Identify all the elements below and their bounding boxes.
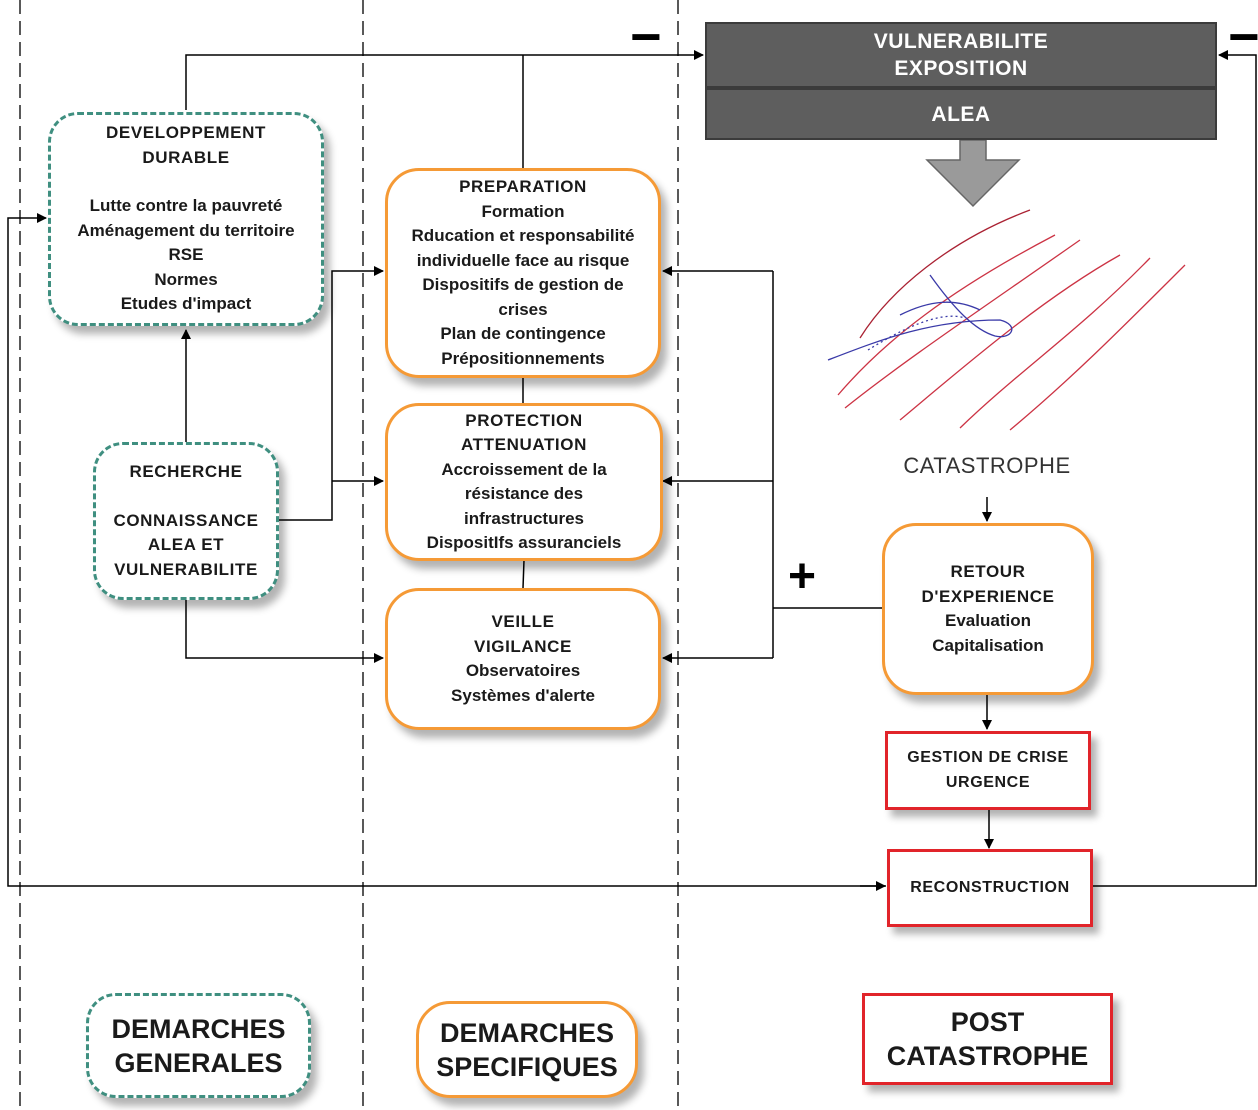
gestion-label: GESTION DE CRISE: [907, 749, 1069, 766]
legend-post-line2: CATASTROPHE: [886, 1041, 1089, 1071]
developpement-durable-box: DEVELOPPEMENT DURABLE Lutte contre la pa…: [48, 112, 324, 326]
preparation-item: Rducation et responsabilité: [411, 226, 635, 245]
durable-title: DURABLE: [142, 147, 230, 167]
protection-title: PROTECTION: [465, 410, 583, 430]
developpement-item: RSE: [168, 245, 204, 265]
preparation-item: Formation: [481, 201, 565, 221]
arrow-loop-developpement: [7, 213, 886, 887]
exposure-label: EXPOSITION: [894, 57, 1028, 80]
minus-sign-left: −: [630, 7, 662, 67]
developpement-item: Etudes d'impact: [120, 294, 252, 314]
vigilance-title: VIGILANCE: [474, 636, 572, 656]
legend-demarches-generales: DEMARCHES GENERALES: [86, 993, 311, 1098]
minus-sign-right: −: [1228, 7, 1258, 67]
urgence-label: URGENCE: [945, 773, 1031, 791]
arrow-reconstruction-hazard: [1093, 50, 1257, 887]
arrow-recherche-preparation: [279, 266, 384, 521]
catastrophe-label: CATASTROPHE: [903, 453, 1071, 478]
preparation-item: Dispositifs de gestion de: [422, 275, 624, 294]
veille-item: Systèmes d'alerte: [451, 685, 595, 705]
preparation-box: PREPARATION Formation Rducation et respo…: [385, 168, 661, 378]
alea-box: ALEA: [705, 88, 1217, 140]
veille-title: VEILLE: [491, 612, 555, 631]
preparation-item: individuelle face au risque: [416, 250, 630, 270]
map-sketch: [827, 209, 1186, 431]
gestion-crise-box: GESTION DE CRISE URGENCE: [885, 731, 1091, 810]
legend-generales-line1: DEMARCHES: [111, 1013, 286, 1044]
recherche-box: RECHERCHE CONNAISSANCE ALEA ET VULNERABI…: [93, 442, 279, 600]
legend-demarches-specifiques: DEMARCHES SPECIFIQUES: [416, 1001, 638, 1098]
preparation-item: Prépositionnements: [441, 348, 605, 368]
protection-box: PROTECTION ATTENUATION Accroissement de …: [385, 403, 663, 561]
retour-item: Capitalisation: [932, 635, 1044, 655]
recherche-item: ALEA ET: [147, 535, 225, 554]
column-dividers: [19, 0, 679, 1110]
preparation-item: crises: [498, 299, 548, 319]
veille-box: VEILLE VIGILANCE Observatoires Systèmes …: [385, 588, 661, 730]
developpement-item: Aménagement du territoire: [77, 220, 295, 240]
protection-item: résistance des: [464, 484, 584, 503]
alea-label: ALEA: [931, 102, 991, 126]
arrow-recherche-veille: [185, 600, 384, 663]
attenuation-title: ATTENUATION: [461, 435, 587, 454]
legend-specifiques-line2: SPECIFIQUES: [436, 1051, 618, 1082]
recherche-item: VULNERABILITE: [114, 559, 258, 579]
developpement-item: Normes: [154, 269, 218, 289]
preparation-title: PREPARATION: [459, 177, 587, 196]
protection-item: DispositIfs assuranciels: [426, 533, 622, 552]
protection-item: infrastructures: [464, 508, 584, 528]
veille-item: Observatoires: [465, 661, 581, 680]
recherche-title: RECHERCHE: [129, 462, 243, 481]
developpement-item: Lutte contre la pauvreté: [89, 196, 283, 216]
retour-title: RETOUR: [950, 562, 1026, 581]
reconstruction-label: RECONSTRUCTION: [910, 878, 1070, 896]
retour-experience-box: RETOUR D'EXPERIENCE Evaluation Capitalis…: [882, 523, 1094, 695]
vulnerability-label: VULNERABILITE: [873, 30, 1049, 53]
protection-item: Accroissement de la: [441, 459, 607, 479]
down-arrow-icon: [925, 139, 1021, 208]
legend-post-line1: POST: [950, 1007, 1025, 1037]
arrow-to-hazard: [185, 50, 704, 110]
legend-post-catastrophe: POST CATASTROPHE: [862, 993, 1113, 1085]
legend-specifiques-line1: DEMARCHES: [439, 1017, 614, 1048]
plus-sign: +: [788, 550, 817, 603]
retour-item: Evaluation: [945, 611, 1031, 630]
vulnerability-exposure-box: VULNERABILITE EXPOSITION: [705, 22, 1217, 88]
developpement-title: DEVELOPPEMENT: [106, 123, 266, 143]
recherche-item: CONNAISSANCE: [113, 510, 259, 530]
experience-title: D'EXPERIENCE: [921, 586, 1055, 606]
reconstruction-box: RECONSTRUCTION: [887, 849, 1093, 927]
preparation-item: Plan de contingence: [440, 324, 606, 343]
legend-generales-line2: GENERALES: [114, 1047, 283, 1078]
